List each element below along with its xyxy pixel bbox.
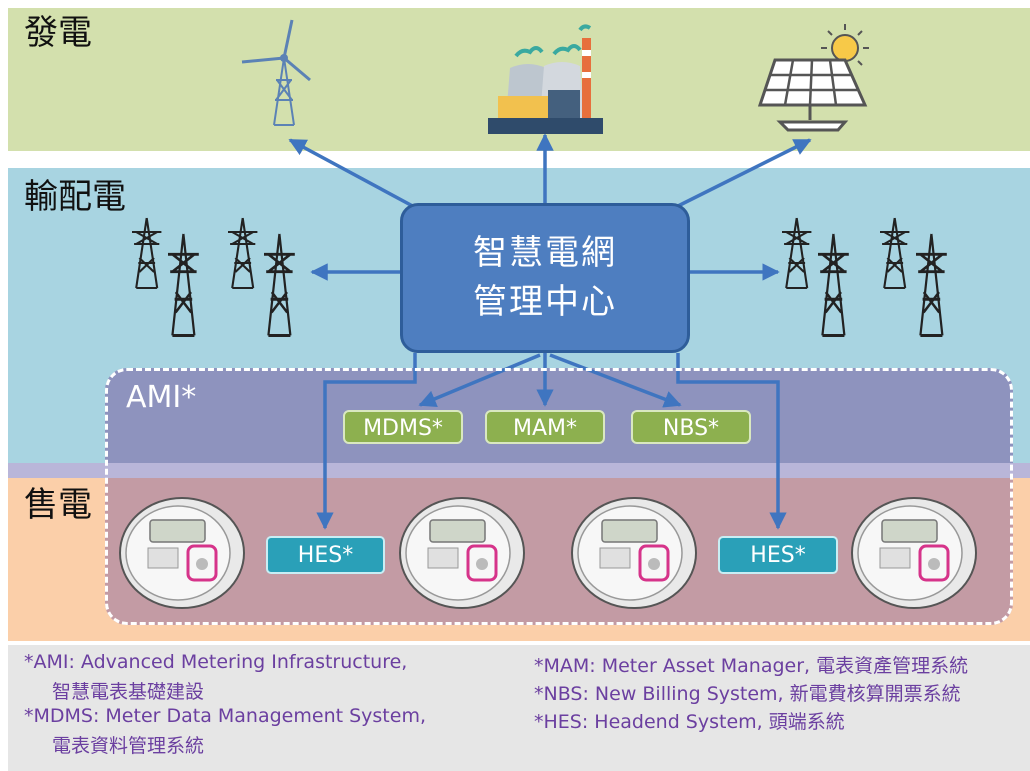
hes-right-box: HES* bbox=[718, 536, 838, 574]
smart-grid-management-center: 智慧電網 管理中心 bbox=[400, 203, 690, 353]
power-plant-icon bbox=[488, 24, 603, 134]
transmission-tower-icon bbox=[130, 216, 297, 337]
legend-panel: *AMI: Advanced Metering Infrastructure, … bbox=[8, 645, 1030, 771]
legend-mam: *MAM: Meter Asset Manager, 電表資產管理系統 bbox=[534, 655, 969, 677]
ami-label: AMI* bbox=[126, 380, 197, 415]
legend-ami-line1: *AMI: Advanced Metering Infrastructure, bbox=[24, 651, 408, 673]
hes-left-box: HES* bbox=[266, 536, 385, 574]
wind-turbine-icon bbox=[241, 19, 311, 126]
distribution-label: 輸配電 bbox=[24, 177, 126, 217]
generation-label: 發電 bbox=[24, 13, 92, 53]
solar-panel-icon bbox=[757, 24, 869, 132]
legend-nbs: *NBS: New Billing System, 新電費核算開票系統 bbox=[534, 683, 961, 705]
center-title-line2: 管理中心 bbox=[473, 282, 617, 322]
legend-mdms-line1: *MDMS: Meter Data Management System, bbox=[24, 705, 426, 727]
legend-mdms-line2: 電表資料管理系統 bbox=[52, 735, 205, 757]
ami-divider-band bbox=[8, 463, 1030, 478]
mdms-box: MDMS* bbox=[343, 410, 463, 444]
ami-region-border bbox=[105, 368, 1013, 625]
legend-hes: *HES: Headend System, 頭端系統 bbox=[534, 711, 845, 733]
center-title-line1: 智慧電網 bbox=[473, 232, 617, 273]
retail-label: 售電 bbox=[24, 485, 92, 525]
nbs-box: NBS* bbox=[631, 410, 751, 444]
transmission-tower-icon bbox=[780, 216, 949, 337]
mam-box: MAM* bbox=[485, 410, 605, 444]
legend-ami-line2: 智慧電表基礎建設 bbox=[52, 681, 205, 703]
